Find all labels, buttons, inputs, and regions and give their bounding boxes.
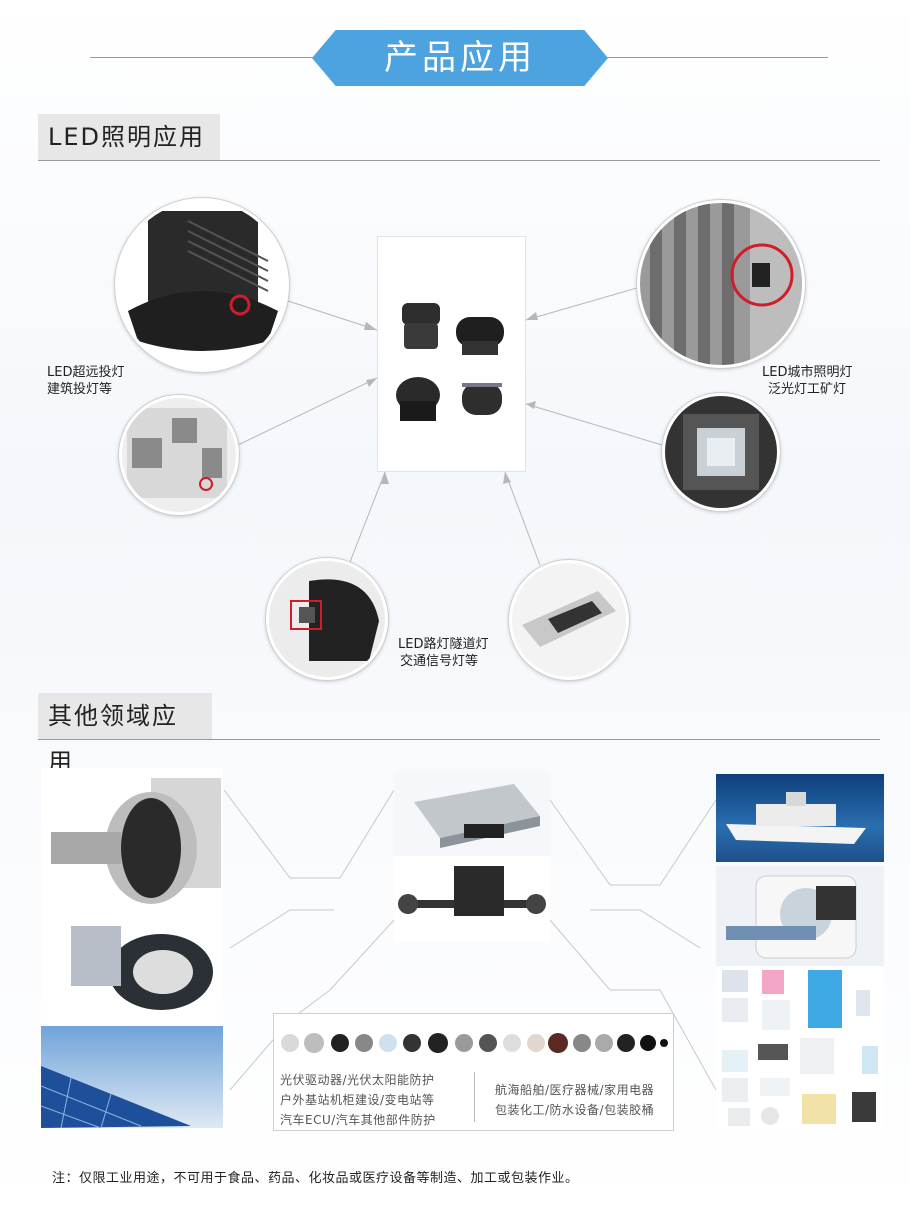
ct-scanner-icon bbox=[726, 875, 857, 959]
led-city-light-image bbox=[637, 200, 805, 368]
drive-axle-image bbox=[394, 856, 550, 942]
vent-plug-product-image bbox=[377, 236, 526, 472]
header-line-left bbox=[90, 57, 320, 58]
caption-line: 汽车ECU/汽车其他部件防护 bbox=[280, 1113, 436, 1127]
gearbox-image bbox=[41, 768, 223, 916]
led-building-light-image bbox=[119, 395, 239, 515]
cruise-ship-image bbox=[716, 774, 884, 862]
slewing-drive-image bbox=[41, 916, 223, 1026]
ecu-module-image bbox=[394, 772, 550, 856]
caption-line: 包装化工/防水设备/包装胶桶 bbox=[495, 1103, 655, 1117]
home-appliances-image bbox=[716, 966, 884, 1130]
city-light-icon bbox=[650, 203, 802, 365]
drive-axle-icon bbox=[398, 866, 546, 916]
section-title-led: LED照明应用 bbox=[38, 114, 220, 160]
caption-line: 泛光灯工矿灯 bbox=[768, 382, 847, 397]
caps-caption-divider bbox=[474, 1072, 475, 1122]
signal-light-icon bbox=[290, 579, 379, 661]
building-light-icon bbox=[127, 408, 227, 498]
solar-panel-image bbox=[41, 1026, 223, 1128]
led-flood-light-image bbox=[662, 393, 780, 511]
connector-lines-other bbox=[223, 789, 717, 1091]
caption-line: LED路灯隧道灯 bbox=[398, 637, 489, 652]
high-bay-lamp-icon bbox=[128, 211, 278, 351]
led-street-light-image bbox=[509, 560, 629, 680]
gearbox-icon bbox=[51, 778, 221, 904]
footer-note: 注：仅限工业用途，不可用于食品、药品、化妆品或医疗设备等制造、加工或包装作业。 bbox=[52, 1171, 579, 1186]
caption-right-top: LED城市照明灯 泛光灯工矿灯 bbox=[762, 364, 852, 398]
header-line-right bbox=[600, 57, 828, 58]
led-signal-light-image bbox=[266, 558, 388, 680]
ecu-module-icon bbox=[414, 784, 540, 848]
appliances-icon bbox=[722, 970, 878, 1126]
caps-showcase-panel: 光伏驱动器/光伏太阳能防护 户外基站机柜建设/变电站等 汽车ECU/汽车其他部件… bbox=[273, 1013, 674, 1131]
caption-line: LED城市照明灯 bbox=[762, 365, 853, 380]
caps-row bbox=[280, 1026, 668, 1060]
led-high-bay-image bbox=[115, 198, 289, 372]
street-light-icon bbox=[522, 591, 616, 647]
caption-line: LED超远投灯 bbox=[47, 365, 125, 380]
caption-line: 建筑投灯等 bbox=[47, 382, 113, 397]
solar-panel-icon bbox=[41, 1066, 191, 1128]
vent-caps-icon bbox=[281, 1033, 668, 1053]
caption-line: 交通信号灯等 bbox=[400, 654, 479, 669]
caps-caption-right: 航海船舶/医疗器械/家用电器 包装化工/防水设备/包装胶桶 bbox=[495, 1080, 654, 1120]
caption-line: 户外基站机柜建设/变电站等 bbox=[280, 1093, 435, 1107]
flood-light-icon bbox=[683, 414, 759, 490]
slewing-drive-icon bbox=[71, 926, 213, 1010]
section-divider-other bbox=[38, 739, 880, 740]
cruise-ship-icon bbox=[726, 792, 866, 844]
caption-left-top: LED超远投灯 建筑投灯等 bbox=[47, 364, 124, 398]
caption-line: 光伏驱动器/光伏太阳能防护 bbox=[280, 1073, 435, 1087]
connector-lines-led bbox=[237, 287, 663, 566]
page-title: 产品应用 bbox=[312, 30, 608, 86]
section-divider-led bbox=[38, 160, 880, 161]
vent-plug-icon bbox=[396, 303, 504, 421]
caps-caption-left: 光伏驱动器/光伏太阳能防护 户外基站机柜建设/变电站等 汽车ECU/汽车其他部件… bbox=[280, 1070, 436, 1130]
caption-line: 航海船舶/医疗器械/家用电器 bbox=[495, 1083, 655, 1097]
medical-scanner-image bbox=[716, 866, 884, 966]
section-title-other: 其他领域应用 bbox=[38, 693, 212, 776]
caption-bottom: LED路灯隧道灯 交通信号灯等 bbox=[398, 636, 488, 670]
